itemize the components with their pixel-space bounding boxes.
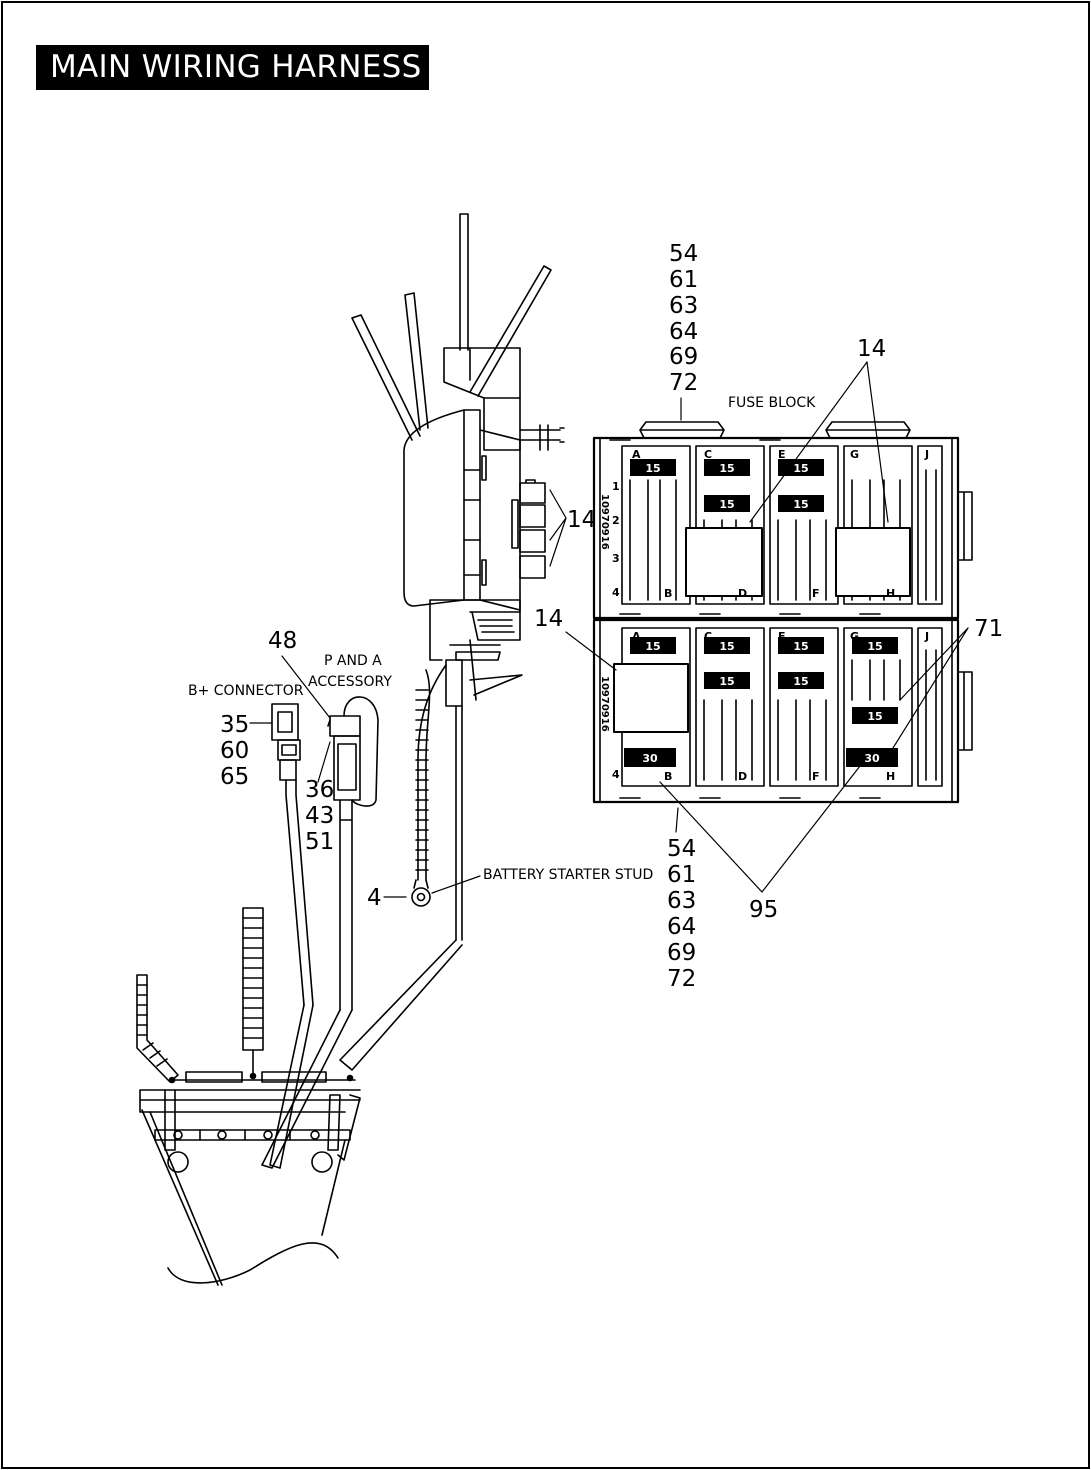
row-number: 4 <box>612 768 620 781</box>
accessory-label: ACCESSORY <box>308 674 392 690</box>
callout-number: 54 <box>667 836 696 862</box>
callout-number: 14 <box>534 606 563 632</box>
b-plus-connector-label: B+ CONNECTOR <box>188 683 304 699</box>
left-lead <box>136 974 179 1083</box>
fuse-rating: 30 <box>864 752 880 765</box>
slot-letter: H <box>886 770 895 783</box>
fuse-block-top <box>592 421 973 620</box>
callout-number: 36 <box>305 777 334 803</box>
b-plus-connector <box>269 703 314 1169</box>
slot-letter: F <box>812 587 820 600</box>
callout-number: 64 <box>667 914 696 940</box>
row-number: 3 <box>612 552 620 565</box>
page-title: MAIN WIRING HARNESS <box>36 45 429 90</box>
fuse-rating: 15 <box>793 640 808 653</box>
fuse-rating: 15 <box>719 675 734 688</box>
fuse-rating: 15 <box>645 640 660 653</box>
callout-number: 69 <box>669 344 698 370</box>
slot-letter: F <box>812 770 820 783</box>
callout-number: 72 <box>669 370 698 396</box>
callout-number: 95 <box>749 897 778 923</box>
slot-letter: J <box>924 448 929 461</box>
callout-number: 43 <box>305 803 334 829</box>
leader-lines <box>249 361 969 898</box>
fuse-ratings: 15 15 15 15 15 15 15 15 15 15 15 15 30 3… <box>642 462 882 765</box>
mounting-bracket <box>139 1089 361 1286</box>
callout-number: 54 <box>669 241 698 267</box>
fuse-rating: 15 <box>719 462 734 475</box>
fuse-block-part-number: 10970916 <box>599 676 610 732</box>
callout-number: 63 <box>669 293 698 319</box>
bottom-junction <box>168 1071 356 1084</box>
fuse-block-label: FUSE BLOCK <box>728 395 816 411</box>
fuse-rating: 15 <box>793 462 808 475</box>
callout-number: 51 <box>305 829 334 855</box>
callout-number: 65 <box>220 764 249 790</box>
fuse-block-slot-letters: A C E G J B D F H A C E G J B D F H 1 2 … <box>599 448 929 783</box>
fuse-block-part-number: 10970916 <box>599 494 610 550</box>
callout-number: 14 <box>857 336 886 362</box>
slot-letter: C <box>704 448 712 461</box>
fuse-rating: 30 <box>642 752 658 765</box>
harness-trunk <box>339 939 463 1071</box>
slot-letter: G <box>850 448 859 461</box>
callout-number: 61 <box>669 267 698 293</box>
diagram-labels: FUSE BLOCK B+ CONNECTOR P AND A ACCESSOR… <box>188 395 816 883</box>
slot-letter: C <box>704 630 712 643</box>
callout-number: 63 <box>667 888 696 914</box>
p-and-a-label: P AND A <box>324 653 382 669</box>
p-and-a-connector <box>261 696 379 1169</box>
row-number: 4 <box>612 586 620 599</box>
fuse-rating: 15 <box>793 498 808 511</box>
fuse-rating: 15 <box>867 710 882 723</box>
callout-number: 14 <box>567 507 596 533</box>
slot-letter: J <box>924 630 929 643</box>
callout-number: 71 <box>974 616 1003 642</box>
fuse-rating: 15 <box>867 640 882 653</box>
fuse-rating: 15 <box>719 498 734 511</box>
fuse-rating: 15 <box>645 462 660 475</box>
slot-letter: E <box>778 630 786 643</box>
fuse-rating: 15 <box>719 640 734 653</box>
harness-top-wires <box>351 213 552 441</box>
slot-letter: D <box>738 587 747 600</box>
slot-letter: G <box>850 630 859 643</box>
callout-numbers: 54 61 63 64 69 72 54 61 63 64 69 72 35 6… <box>220 241 1003 992</box>
callout-number: 48 <box>268 628 297 654</box>
callout-number: 35 <box>220 712 249 738</box>
callout-number: 69 <box>667 940 696 966</box>
slot-letter: A <box>632 630 641 643</box>
row-number: 2 <box>612 514 620 527</box>
fuse-block-bottom <box>592 618 973 804</box>
slot-letter: A <box>632 448 641 461</box>
slot-letter: B <box>664 587 672 600</box>
battery-starter-stud-label: BATTERY STARTER STUD <box>483 867 653 883</box>
coiled-conduit <box>242 907 264 1076</box>
ring-terminal-lead <box>411 664 447 907</box>
callout-number: 4 <box>367 885 382 911</box>
row-number: 1 <box>612 480 620 493</box>
callout-number: 61 <box>667 862 696 888</box>
slot-letter: B <box>664 770 672 783</box>
callout-number: 64 <box>669 319 698 345</box>
harness-body <box>403 347 565 941</box>
fuse-rating: 15 <box>793 675 808 688</box>
callout-number: 72 <box>667 966 696 992</box>
slot-letter: H <box>886 587 895 600</box>
callout-number: 60 <box>220 738 249 764</box>
slot-letter: D <box>738 770 747 783</box>
slot-letter: E <box>778 448 786 461</box>
fuses <box>624 459 898 767</box>
